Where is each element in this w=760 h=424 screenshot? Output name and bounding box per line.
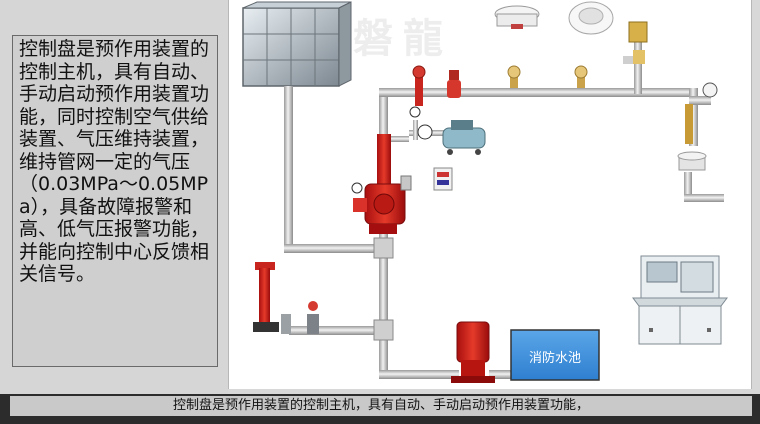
pressure-gauge-icon [409,106,433,140]
subtitle-text: 控制盘是预作用装置的控制主机，具有自动、手动启动预作用装置功能， [10,396,752,416]
fire-pool: 消防水池 [510,329,600,381]
air-compressor-icon [442,120,486,155]
preaction-valve-icon [351,134,412,234]
left-panel: 控制盘是预作用装置的控制主机，具有自动、手动启动预作用装置功能，同时控制空气供给… [0,0,228,394]
description-text: 控制盘是预作用装置的控制主机，具有自动、手动启动预作用装置功能，同时控制空气供给… [12,35,218,367]
gate-valve-icon [412,65,461,106]
fire-pool-label: 消防水池 [529,350,581,366]
subtitle-bar: 控制盘是预作用装置的控制主机，具有自动、手动启动预作用装置功能， [0,394,760,424]
pressure-switch-icon [433,167,453,191]
heat-detector-icon [568,1,614,35]
end-test-valve-icon [677,82,718,171]
exhaust-valve-icon [623,21,648,64]
smoke-detector-icon [494,5,540,29]
watermark: 磐龍 [353,15,453,62]
piping-schematic: 消防水池 [242,1,728,383]
pump-adapter-icon [253,262,319,334]
sprinkler-head-icon [507,65,588,88]
water-tank [242,1,352,87]
fire-pump-icon [451,321,495,383]
slide-stage: 控制盘是预作用装置的控制主机，具有自动、手动启动预作用装置功能，同时控制空气供给… [0,0,760,394]
system-diagram: 磐龍 [228,0,752,389]
control-panel-icon [632,255,728,345]
